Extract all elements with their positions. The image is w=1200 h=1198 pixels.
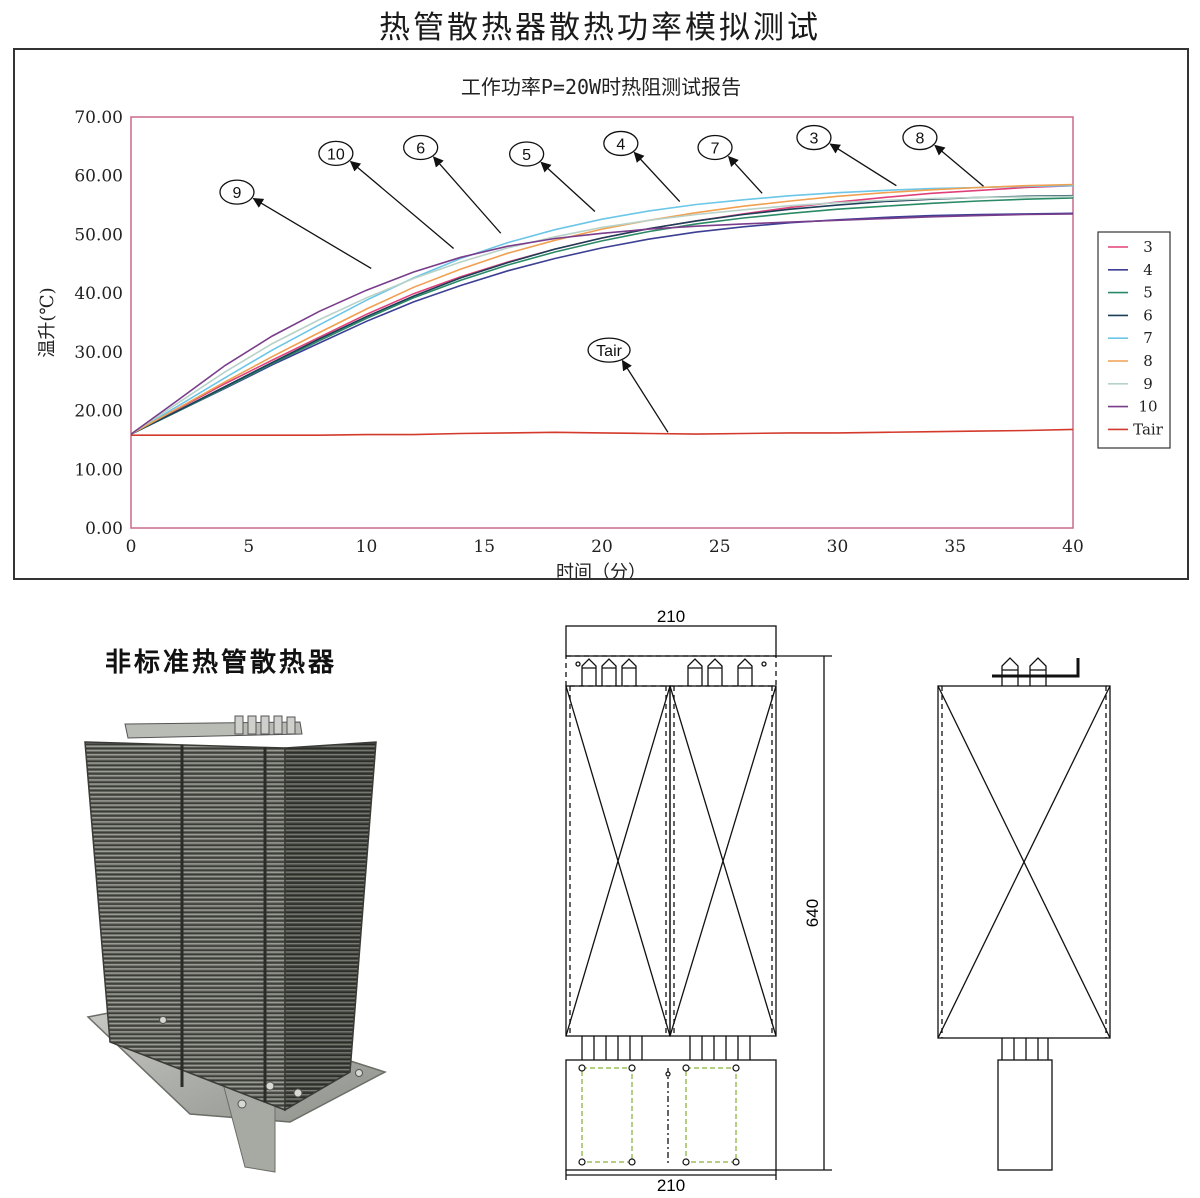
callout-label-Tair: Tair xyxy=(596,343,622,360)
bottom-width-label: 210 xyxy=(657,1176,685,1195)
callout-bubble-8 xyxy=(902,124,938,151)
x-tick-label: 35 xyxy=(944,537,966,557)
legend-box xyxy=(1097,231,1171,449)
callout-arrow-5 xyxy=(540,161,596,213)
callout-bubble-5 xyxy=(508,141,545,167)
callout-bubble-10 xyxy=(318,140,354,167)
legend-label-8: 8 xyxy=(1143,352,1153,370)
legend-label-6: 6 xyxy=(1143,306,1153,324)
callout-label-9: 9 xyxy=(233,185,242,202)
series-line-9 xyxy=(130,195,1074,435)
legend-label-5: 5 xyxy=(1143,284,1153,302)
callout-bubble-Tair xyxy=(587,337,631,363)
legend-label-3: 3 xyxy=(1143,238,1153,256)
y-tick-label: 60.00 xyxy=(74,167,123,187)
legend-label-9: 9 xyxy=(1143,375,1153,393)
callout-arrow-9 xyxy=(252,198,372,270)
top-width-label: 210 xyxy=(657,607,685,626)
callout-label-5: 5 xyxy=(522,147,531,164)
callout-bubble-9 xyxy=(219,179,255,205)
y-axis-label: 温升(℃) xyxy=(37,287,58,357)
callout-label-4: 4 xyxy=(616,136,625,153)
callout-arrow-8 xyxy=(934,144,984,187)
dimension-drawing: 210 210 640 xyxy=(565,607,1111,1195)
callout-label-6: 6 xyxy=(416,141,425,158)
x-tick-label: 15 xyxy=(473,537,495,557)
x-tick-label: 0 xyxy=(126,537,137,557)
pipe-heads-left xyxy=(581,658,753,686)
callout-arrow-6 xyxy=(432,156,502,234)
callout-label-8: 8 xyxy=(915,131,924,148)
callout-bubble-7 xyxy=(697,134,733,161)
y-tick-label: 30.00 xyxy=(74,343,123,363)
x-axis-label: 时间（分） xyxy=(556,562,646,578)
callout-arrow-10 xyxy=(349,160,455,250)
series-line-Tair xyxy=(131,428,1074,436)
callout-bubble-3 xyxy=(796,124,832,151)
callout-bubble-4 xyxy=(603,130,639,157)
series-line-4 xyxy=(130,212,1074,435)
chart-panel: 工作功率P=20W时热阻测试报告 0.00 10.00 20.00 30.00 40.00… xyxy=(13,48,1189,580)
callout-arrow-7 xyxy=(727,155,763,194)
series-line-6 xyxy=(130,194,1074,435)
callout-label-10: 10 xyxy=(327,146,345,163)
x-tick-label: 25 xyxy=(709,537,731,557)
series-line-3 xyxy=(130,184,1074,435)
x-tick-label: 10 xyxy=(356,537,378,557)
plot-area xyxy=(130,116,1074,529)
temperature-rise-chart: 工作功率P=20W时热阻测试报告 0.00 10.00 20.00 30.00 40.00… xyxy=(37,75,1171,578)
chart-title: 工作功率P=20W时热阻测试报告 xyxy=(461,75,741,99)
callout-bubble-6 xyxy=(403,134,439,161)
y-tick-label: 50.00 xyxy=(74,225,123,245)
height-label: 640 xyxy=(803,899,822,927)
callout-arrow-4 xyxy=(633,151,681,202)
legend-label-Tair: Tair xyxy=(1133,420,1164,438)
y-tick-label: 0.00 xyxy=(85,519,123,539)
y-tick-label: 10.00 xyxy=(74,460,123,480)
callout-label-3: 3 xyxy=(809,131,818,148)
series-line-7 xyxy=(130,184,1074,435)
callout-arrow-3 xyxy=(829,143,897,187)
x-tick-label: 20 xyxy=(591,537,613,557)
product-title: 非标准热管散热器 xyxy=(105,648,338,678)
x-tick-label: 5 xyxy=(243,537,254,557)
page-title: 热管散热器散热功率模拟测试 xyxy=(379,10,821,46)
legend-label-4: 4 xyxy=(1143,261,1153,279)
legend-label-10: 10 xyxy=(1138,398,1157,416)
series-line-8 xyxy=(130,183,1074,435)
x-tick-label: 30 xyxy=(827,537,849,557)
series-line-5 xyxy=(130,197,1074,435)
heatsink-photo xyxy=(84,715,387,1173)
x-tick-label: 40 xyxy=(1062,537,1084,557)
callout-arrow-Tair xyxy=(621,359,669,433)
y-tick-label: 40.00 xyxy=(74,284,123,304)
legend-label-7: 7 xyxy=(1143,329,1153,347)
y-tick-label: 70.00 xyxy=(74,108,123,128)
y-tick-label: 20.00 xyxy=(74,402,123,422)
callout-label-7: 7 xyxy=(711,141,720,158)
series-line-10 xyxy=(130,213,1074,435)
